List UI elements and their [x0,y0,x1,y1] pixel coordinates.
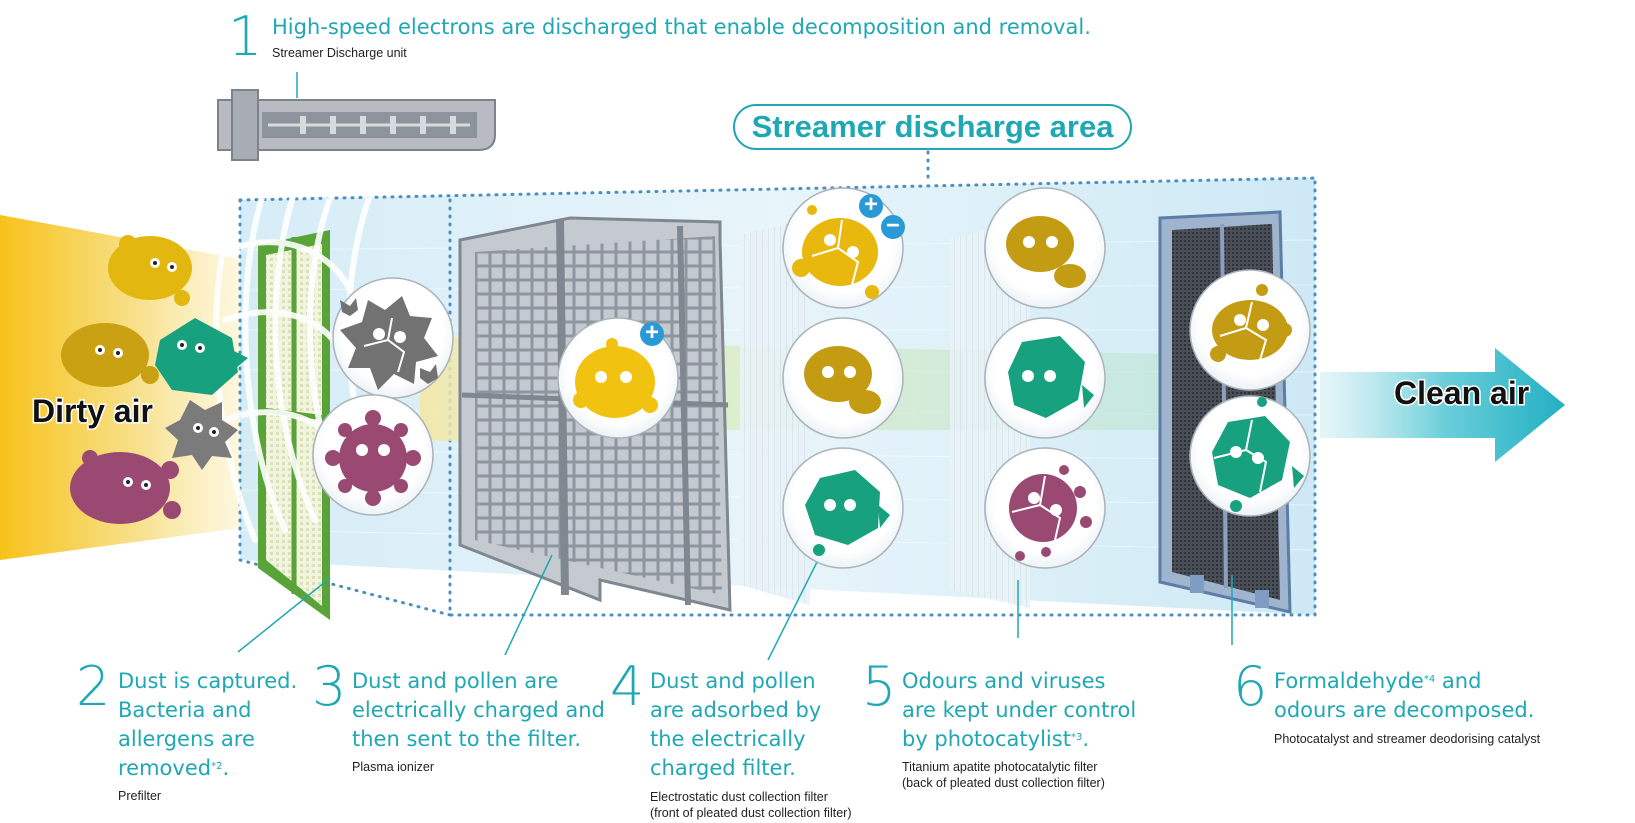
step-5-caption: Titanium apatite photocatalytic filter (… [902,760,1105,790]
particle-gray-1 [165,400,238,470]
circle-purple-cracked [984,447,1106,569]
circle-purple [312,394,434,516]
particle-teal-1 [155,318,248,395]
step-1-caption: Streamer Discharge unit [272,46,407,60]
step-4-text: Dust and pollen are adsorbed by the elec… [650,669,822,780]
step-6-footnote: *4 [1423,674,1436,685]
particle-yellow-1 [108,235,192,306]
minus-icon: − [885,212,900,239]
circle-gray-decomposed [332,277,454,399]
incoming-particles [61,235,248,524]
step-2-text: Dust is captured. Bacteria and allergens… [118,667,297,783]
plus-icon: + [863,191,878,218]
step-1-text: High-speed electrons are discharged that… [272,15,1091,39]
dirty-air-label: Dirty air [31,392,155,431]
particle-mustard-1 [61,323,159,387]
step-6-text: Formaldehyde*4 and odours are decomposed… [1274,667,1534,725]
circle-teal-virus [984,317,1106,439]
circle-teal-decomposed [1189,395,1311,517]
step-2-number: 2 [76,655,111,718]
step-6-text-end: and odours are decomposed. [1274,669,1535,722]
clean-air-arrow [1320,348,1565,462]
plus-icon: + [644,319,659,346]
particle-purple-1 [70,450,181,524]
streamer-area-label: Streamer discharge area [733,104,1132,150]
step-2-text-main: Dust is captured. Bacteria and allergens… [118,669,298,780]
step-3-caption: Plasma ionizer [352,760,434,774]
zoom-circles [312,187,1311,569]
step-5-text: Odours and viruses are kept under contro… [902,667,1136,754]
step-5-text-main: Odours and viruses are kept under contro… [902,669,1137,751]
step-1-number: 1 [228,5,263,68]
step-5-number: 5 [862,655,897,718]
circle-yellow-cracked [782,187,905,309]
step-2-footnote: *2 [211,761,223,772]
step-5-text-end: . [1082,727,1089,751]
step-6-text-main: Formaldehyde [1274,669,1424,693]
step-3-number: 3 [312,655,347,718]
circle-teal-adsorbed [782,447,904,569]
step-5-footnote: *3 [1070,732,1083,743]
step-2-caption: Prefilter [118,789,162,803]
circle-mustard-adsorbed [782,317,904,439]
circle-mustard-odour [984,187,1106,309]
clean-air-label: Clean air [1392,374,1530,413]
circle-mustard-decomposed [1189,269,1311,391]
step-3-text: Dust and pollen are electrically charged… [352,669,605,751]
step-4-caption: Electrostatic dust collection filter (fr… [650,790,852,820]
leader-lines [237,554,1233,661]
step-6-number: 6 [1233,655,1268,718]
circle-yellow-charged [557,317,679,439]
step-4-number: 4 [610,655,645,718]
streamer-discharge-unit [217,72,496,161]
step-2-text-end: . [222,756,230,780]
step-6-caption: Photocatalyst and streamer deodorising c… [1274,732,1541,746]
